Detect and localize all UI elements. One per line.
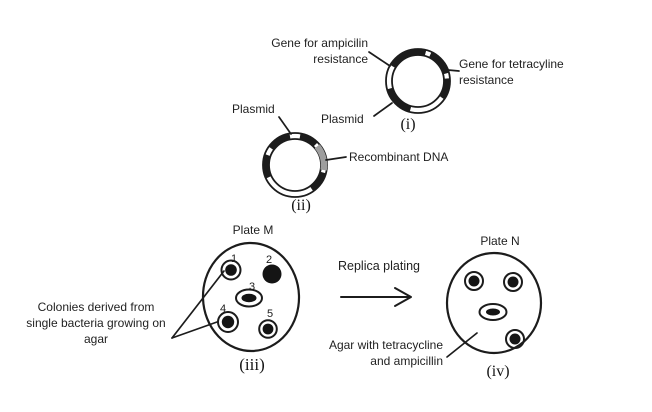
colonies-caption-pointer-line xyxy=(171,321,218,339)
plasmid-i-numeral: (i) xyxy=(400,116,416,133)
plate-n-colony-ring xyxy=(478,303,508,321)
colony-4-ring xyxy=(217,311,239,333)
colony-3-ring xyxy=(235,288,263,308)
colony-2 xyxy=(262,264,282,284)
plasmid-i-gene-segment xyxy=(428,51,450,75)
ampicillin-gene-label: Gene for ampicilin resistance xyxy=(271,36,368,66)
colony-5 xyxy=(262,323,274,335)
colony-4-number: 4 xyxy=(220,303,226,315)
agar-caption: Agar with tetracycline and ampicillin xyxy=(328,338,443,368)
colony-1 xyxy=(225,264,237,276)
plasmid-ii-gene-segment xyxy=(268,133,291,151)
agar-caption-pointer-line xyxy=(446,332,478,358)
tetracycline-gene-label: Gene for tetracyline resistance xyxy=(459,57,564,87)
plasmid-i-pointer-line xyxy=(373,102,393,117)
recombinant-dna-segment xyxy=(314,144,328,171)
plate-n-colony xyxy=(468,275,480,287)
replica-plating-arrow xyxy=(340,287,412,307)
colony-2-number: 2 xyxy=(266,254,272,266)
plate-m-numeral: (iii) xyxy=(239,355,265,374)
plate-n-title: Plate N xyxy=(480,234,520,248)
plasmid-i-gene-segment xyxy=(390,48,427,69)
plasmid-ii-gene-segment xyxy=(309,171,327,192)
plasmid-i-gene-segment xyxy=(439,78,451,100)
colony-5-ring xyxy=(258,319,278,339)
recombinant-dna-label: Recombinant DNA xyxy=(349,150,449,164)
colony-4 xyxy=(221,315,235,329)
colony-1-number: 1 xyxy=(231,253,237,265)
colonies-caption: Colonies derived from single bacteria gr… xyxy=(26,300,166,346)
plate-n-colony-ring xyxy=(503,272,523,292)
colony-3-number: 3 xyxy=(249,281,255,293)
plasmid-ii-label: Plasmid xyxy=(232,102,275,116)
plasmid-i-gene-segment xyxy=(386,87,412,113)
plasmid-ii-inner-ring xyxy=(268,138,322,192)
plate-n-colony xyxy=(486,308,500,316)
plate-n-drawing xyxy=(445,251,543,358)
plate-n-colony-ring xyxy=(464,271,484,291)
plate-n-colony xyxy=(509,333,521,345)
plasmid-ii-pointer-line xyxy=(278,116,292,135)
plasmid-ii-gene-segment xyxy=(299,133,318,147)
plate-m-title: Plate M xyxy=(232,223,274,237)
plate-n-colony xyxy=(507,276,519,288)
arrow-head xyxy=(394,287,412,307)
colony-3 xyxy=(241,293,257,303)
plate-m-drawing: 1 2 3 4 5 xyxy=(171,241,301,353)
plasmid-ii-numeral: (ii) xyxy=(291,197,311,214)
plasmid-i-label: Plasmid xyxy=(321,112,364,126)
ampicillin-gene-pointer-line xyxy=(368,51,391,67)
plate-n-numeral: (iv) xyxy=(486,363,510,380)
colony-5-number: 5 xyxy=(267,308,273,320)
tetracycline-gene-pointer-line xyxy=(447,69,460,72)
colonies-caption-pointer-line xyxy=(171,270,225,339)
recombinant-dna-pointer-line xyxy=(325,156,347,161)
replica-plating-label: Replica plating xyxy=(338,259,420,273)
plate-n-colony-ring xyxy=(505,329,525,349)
plasmid-ii-gene-segment xyxy=(262,153,272,179)
plate-n-dish xyxy=(445,251,543,355)
colony-1-ring xyxy=(220,259,242,281)
plasmid-i-drawing xyxy=(368,48,460,117)
plasmid-ii-drawing xyxy=(262,116,347,198)
